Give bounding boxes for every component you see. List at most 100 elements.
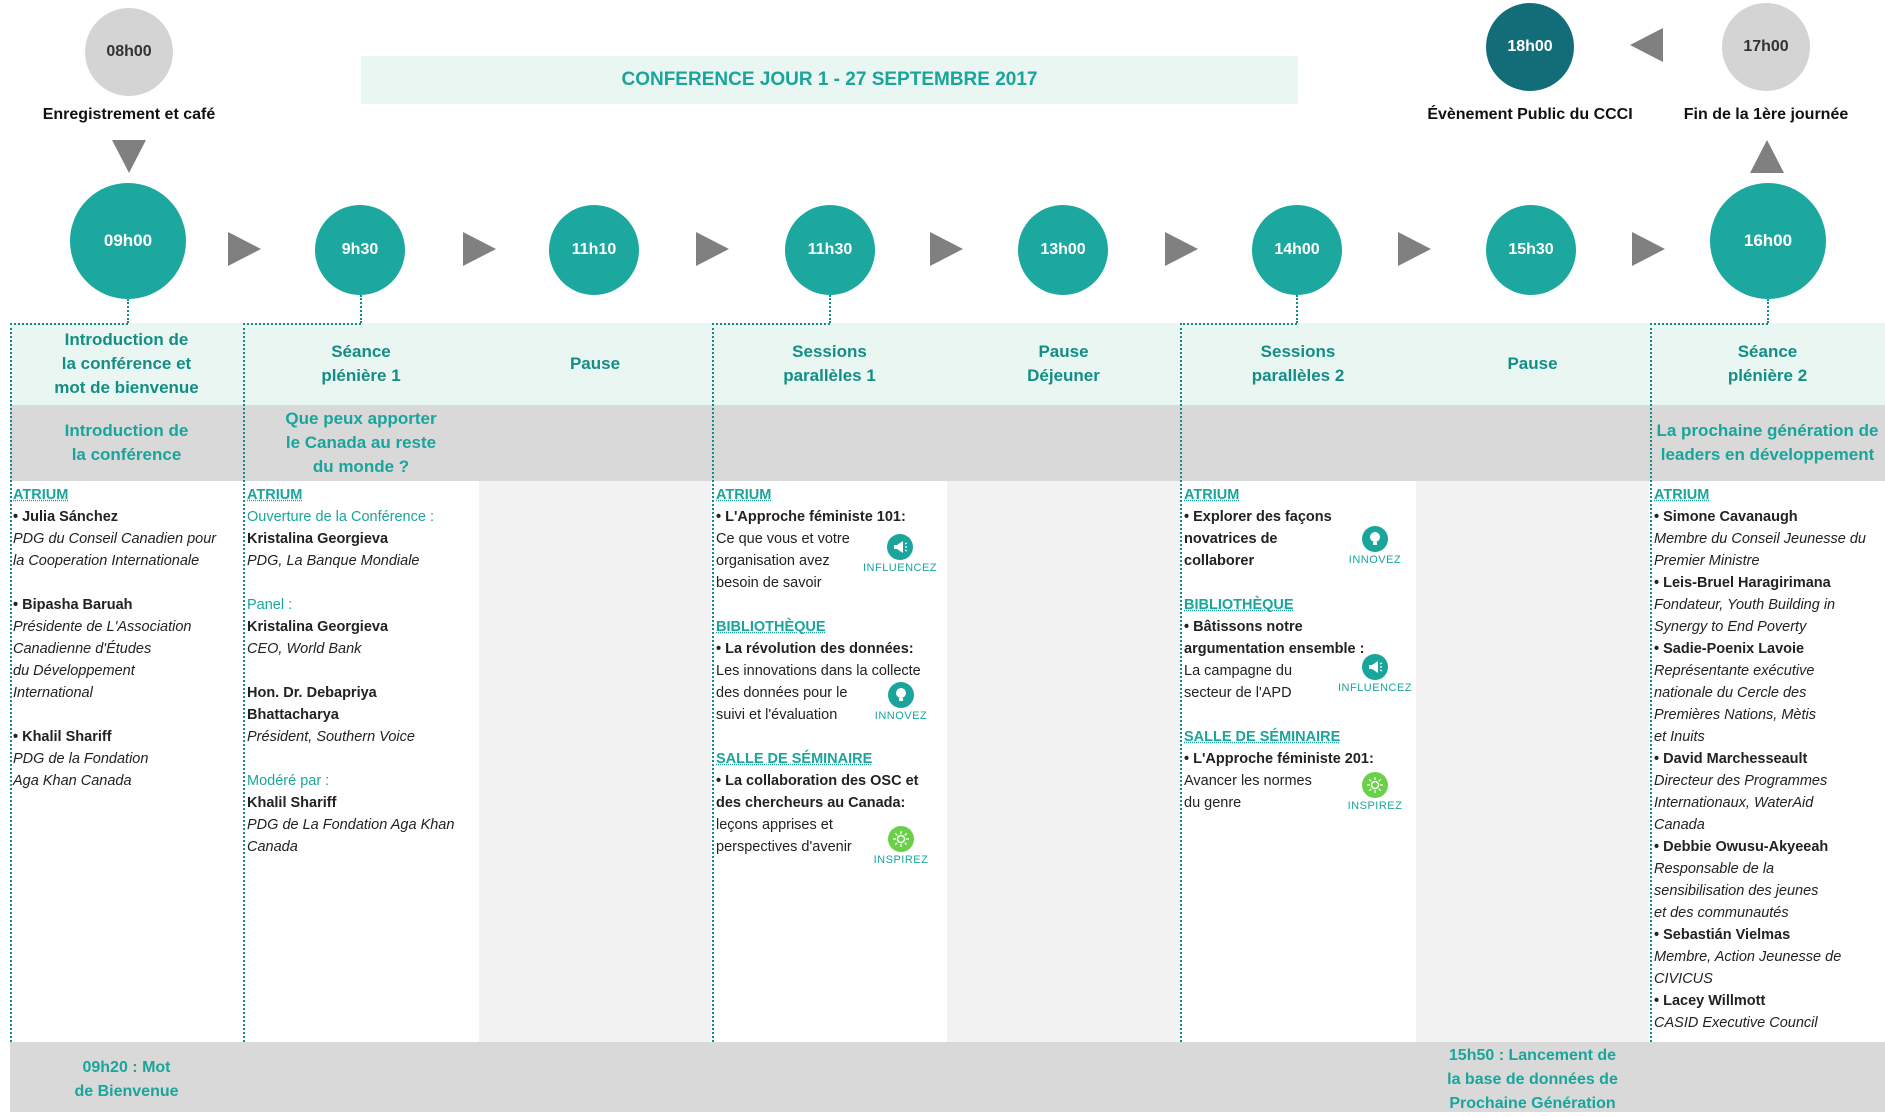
sun-icon xyxy=(1362,772,1388,798)
session-title: Pause xyxy=(1507,354,1558,373)
inspirez-badge: INSPIREZ xyxy=(1340,772,1410,812)
connector xyxy=(1650,323,1768,325)
arrow-right-icon xyxy=(696,232,729,266)
end-event-label: Fin de la 1ère journée xyxy=(1683,106,1849,123)
connector xyxy=(1296,295,1298,323)
speaker-role: CASID Executive Council xyxy=(1654,1015,1818,1031)
column-plenary2-speakers: ATRIUM • Simone Cavanaugh Membre du Cons… xyxy=(1654,484,1884,1034)
room-label: ATRIUM xyxy=(716,487,772,503)
pause-column-bg xyxy=(1416,481,1649,1042)
panel-label: Panel : xyxy=(247,597,293,613)
speaker-name: • Leis-Bruel Haragirimana xyxy=(1654,575,1831,591)
megaphone-icon xyxy=(1362,654,1388,680)
connector xyxy=(1650,323,1652,1042)
speaker-name: Kristalina Georgieva xyxy=(247,619,389,635)
connector xyxy=(1767,299,1769,323)
moderator-label: Modéré par : xyxy=(247,773,330,789)
inspirez-badge: INSPIREZ xyxy=(866,826,936,866)
timeline-circle-1130: 11h30 xyxy=(785,205,875,295)
page-title: CONFERENCE JOUR 1 - 27 SEPTEMBRE 2017 xyxy=(621,69,1038,90)
session-name: • La révolution des données: xyxy=(716,641,914,657)
footer-band xyxy=(10,1042,1885,1112)
influencez-badge: INFLUENCEZ xyxy=(860,534,940,574)
end-time-label: 17h00 xyxy=(1743,38,1789,55)
timeline-time: 13h00 xyxy=(1040,241,1086,258)
timeline-time: 11h30 xyxy=(807,241,853,258)
start-time-circle: 08h00 xyxy=(85,8,173,96)
room-label: SALLE DE SÉMINAIRE xyxy=(716,751,873,767)
arrow-right-icon xyxy=(1398,232,1431,266)
influencez-badge: INFLUENCEZ xyxy=(1335,654,1415,694)
speaker-role: Président, Southern Voice xyxy=(247,729,415,745)
room-label: SALLE DE SÉMINAIRE xyxy=(1184,729,1341,745)
public-event-label: Évènement Public du CCCI xyxy=(1427,106,1633,123)
end-time-circle: 17h00 xyxy=(1722,3,1810,91)
arrow-left-icon xyxy=(1630,28,1663,62)
speaker-name: • Sadie-Poenix Lavoie xyxy=(1654,641,1805,657)
speaker-name: • Simone Cavanaugh xyxy=(1654,509,1798,525)
header-banner: CONFERENCE JOUR 1 - 27 SEPTEMBRE 2017 xyxy=(361,56,1298,104)
connector xyxy=(1180,323,1297,325)
timeline-circle-1110: 11h10 xyxy=(549,205,639,295)
speaker-name: • Bipasha Baruah xyxy=(13,597,133,613)
session-title-band xyxy=(10,323,1885,405)
timeline-time: 15h30 xyxy=(1508,241,1554,258)
timeline-circle-1300: 13h00 xyxy=(1018,205,1108,295)
timeline-time: 9h30 xyxy=(341,241,379,258)
session-name: • L'Approche féministe 101: xyxy=(716,509,906,525)
session-sub-band xyxy=(10,405,1885,481)
start-event-label: Enregistrement et café xyxy=(42,106,216,123)
room-label: ATRIUM xyxy=(1654,487,1710,503)
session-name: • L'Approche féministe 201: xyxy=(1184,751,1374,767)
room-label: ATRIUM xyxy=(1184,487,1240,503)
timeline-time: 16h00 xyxy=(1743,231,1793,250)
connector xyxy=(360,295,362,323)
connector xyxy=(712,323,714,1042)
speaker-role: PDG, La Banque Mondiale xyxy=(247,553,420,569)
timeline-circle-0900: 09h00 xyxy=(70,183,186,299)
speaker-name: Kristalina Georgieva xyxy=(247,531,389,547)
session-title: Pause xyxy=(569,354,621,373)
room-label: BIBLIOTHÈQUE xyxy=(1184,597,1294,613)
speaker-name: • Khalil Shariff xyxy=(13,729,112,745)
sun-icon xyxy=(888,826,914,852)
public-event-time: 18h00 xyxy=(1507,38,1553,55)
public-event-circle: 18h00 xyxy=(1486,3,1574,91)
connector xyxy=(127,299,129,323)
speaker-name: • Sebastián Vielmas xyxy=(1654,927,1791,943)
speaker-name: • David Marchesseault xyxy=(1654,751,1808,767)
arrow-down-icon xyxy=(112,140,146,173)
room-label: ATRIUM xyxy=(247,487,303,503)
speaker-name: • Debbie Owusu-Akyeeah xyxy=(1654,839,1829,855)
connector xyxy=(829,295,831,323)
connector xyxy=(10,323,128,325)
arrow-right-icon xyxy=(228,232,261,266)
megaphone-icon xyxy=(887,534,913,560)
column-plenary1-speakers: ATRIUM Ouverture de la Conférence : Kris… xyxy=(247,484,477,858)
opening-label: Ouverture de la Conférence : xyxy=(247,509,434,525)
pause-column-bg xyxy=(479,481,711,1042)
